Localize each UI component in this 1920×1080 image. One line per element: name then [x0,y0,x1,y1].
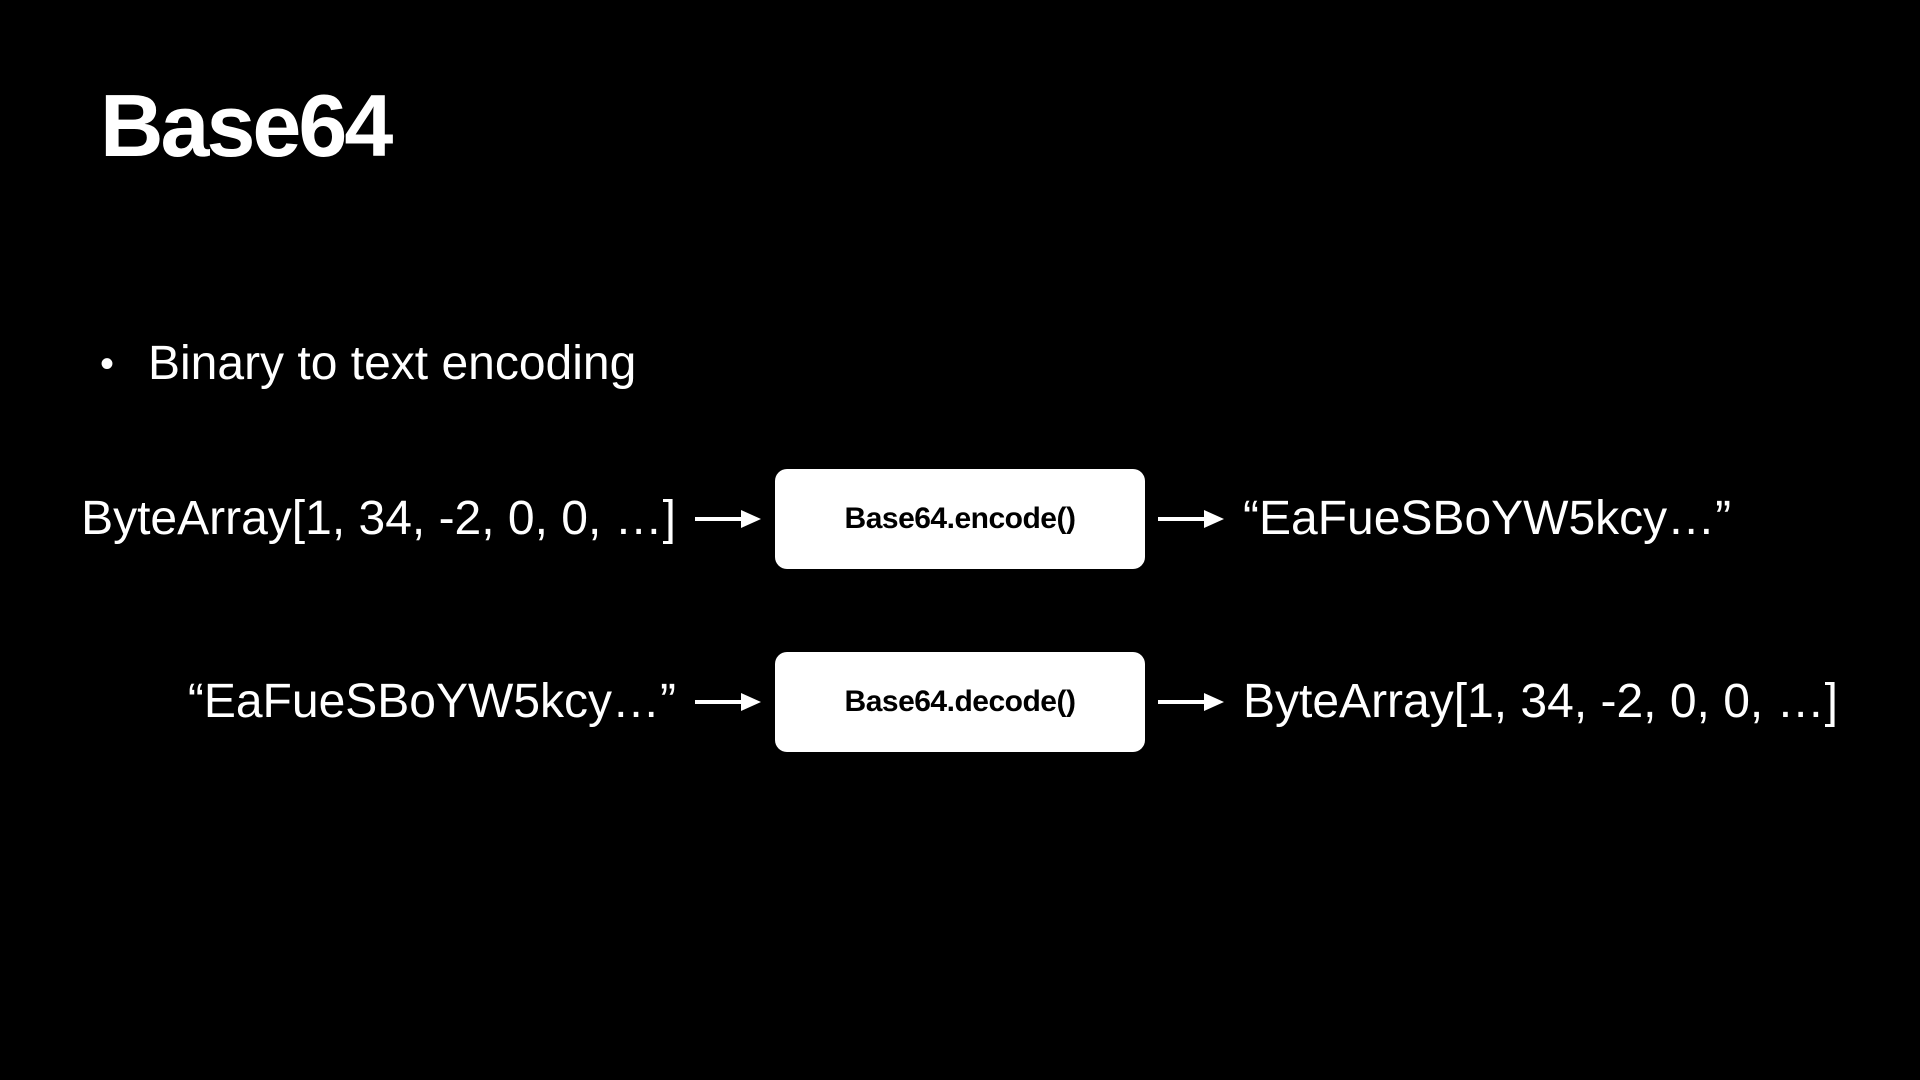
encode-function-box: Base64.encode() [775,469,1145,569]
decode-output-text: ByteArray[1, 34, -2, 0, 0, …] [1243,675,1838,728]
bullet-dot: • [100,342,115,386]
encode-input-text: ByteArray[1, 34, -2, 0, 0, …] [81,492,676,545]
slide-title: Base64 [100,76,393,175]
encode-row: ByteArray[1, 34, -2, 0, 0, …] Base64.enc… [0,469,1920,569]
bullet-item: • Binary to text encoding [100,340,636,388]
arrow-right-icon [1158,693,1224,711]
arrow-right-icon [695,510,761,528]
decode-function-label: Base64.decode() [844,685,1076,718]
arrow-right-icon [695,693,761,711]
encode-function-label: Base64.encode() [844,502,1076,535]
decode-function-box: Base64.decode() [775,652,1145,752]
arrow-right-icon [1158,510,1224,528]
bullet-text: Binary to text encoding [148,337,637,390]
decode-input-text: “EaFueSBoYW5kcy…” [187,675,676,728]
decode-row: “EaFueSBoYW5kcy…” Base64.decode() ByteAr… [0,652,1920,752]
encode-output-text: “EaFueSBoYW5kcy…” [1243,492,1732,545]
